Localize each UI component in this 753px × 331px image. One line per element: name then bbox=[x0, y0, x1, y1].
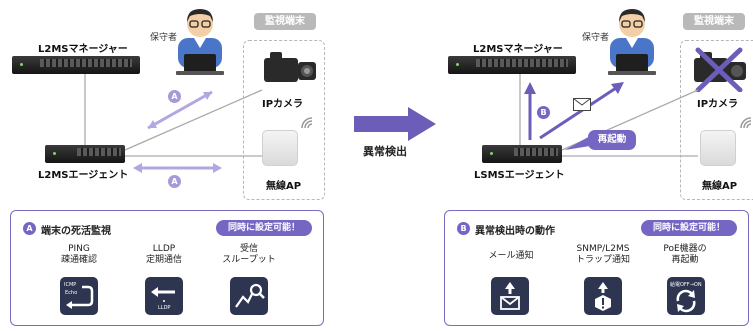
left-item-throughput-line2: スループット bbox=[222, 255, 276, 265]
right-item-mail-box bbox=[491, 277, 529, 315]
right-maintainer-label: 保守者 bbox=[582, 33, 610, 43]
left-item-ping-line2: 疎通確認 bbox=[60, 255, 97, 265]
left-marker-a-bottom: A bbox=[168, 175, 181, 188]
trap-alert-icon bbox=[595, 282, 611, 311]
left-wifi-icon bbox=[301, 117, 313, 129]
left-diagram: L2MSマネージャー 保守者 監視端末 IPカメラ 無線AP L2M bbox=[0, 0, 335, 205]
left-ipcamera-icon bbox=[264, 52, 316, 82]
left-agent-switch bbox=[45, 145, 125, 163]
right-item-trap-line2: トラップ通知 bbox=[575, 255, 630, 265]
left-monitor-box bbox=[243, 40, 325, 200]
right-item-trap-box bbox=[584, 277, 622, 315]
right-restart-bubble: 再起動 bbox=[588, 130, 636, 150]
right-item-mail-line1: メール通知 bbox=[488, 251, 534, 261]
right-monitor-box bbox=[680, 40, 753, 200]
left-ipcamera-label: IPカメラ bbox=[262, 99, 304, 110]
left-connection-lines bbox=[84, 74, 263, 173]
left-agent-label: L2MSエージェント bbox=[38, 170, 129, 181]
left-item-lldp-line1: LLDP bbox=[152, 244, 176, 254]
right-wifi-icon bbox=[740, 117, 752, 129]
right-mail-envelope-icon bbox=[573, 98, 591, 111]
right-item-poe-box: 給電OFF→ON bbox=[667, 277, 705, 315]
left-item-lldp-box: LLDP bbox=[145, 277, 183, 315]
ping-echo-icon bbox=[66, 285, 94, 309]
mail-upload-icon bbox=[500, 282, 520, 310]
right-manager-label: L2MSマネージャー bbox=[473, 44, 563, 55]
right-ap-device bbox=[700, 130, 736, 166]
left-ap-device bbox=[262, 130, 298, 166]
right-marker-b: B bbox=[537, 106, 550, 119]
left-monitor-tag: 監視端末 bbox=[254, 13, 316, 30]
right-connection-lines bbox=[519, 74, 699, 157]
left-item-throughput-line1: 受信 bbox=[239, 244, 258, 254]
right-ap-label: 無線AP bbox=[702, 181, 738, 192]
throughput-search-icon bbox=[235, 283, 265, 308]
left-item-ping-line1: PING bbox=[68, 244, 90, 254]
right-diagram: L2MSマネージャー 保守者 監視端末 IPカメラ 無線AP LSMSエージェン… bbox=[440, 0, 753, 205]
right-ipcamera-label: IPカメラ bbox=[697, 99, 739, 110]
lldp-icon-text: LLDP bbox=[158, 305, 171, 311]
ping-icon-text2: Echo bbox=[65, 290, 78, 296]
left-panel-badge: 同時に設定可能！ bbox=[216, 220, 312, 236]
left-item-ping-box: ICMP Echo bbox=[60, 277, 98, 315]
center-arrow-label: 異常検出 bbox=[363, 145, 407, 158]
left-manager-label: L2MSマネージャー bbox=[38, 44, 128, 55]
right-item-poe-line2: 再起動 bbox=[671, 255, 699, 265]
right-panel-badge: 同時に設定可能！ bbox=[641, 220, 737, 236]
left-panel-marker: A bbox=[23, 222, 36, 235]
left-maintainer-person-icon bbox=[176, 9, 224, 75]
center-arrow-icon bbox=[354, 107, 436, 141]
left-maintainer-label: 保守者 bbox=[150, 33, 178, 43]
right-panel-marker: B bbox=[457, 222, 470, 235]
left-marker-a-top: A bbox=[168, 90, 181, 103]
right-item-trap-line1: SNMP/L2MS bbox=[576, 244, 630, 254]
right-ipcamera-crossed-icon bbox=[694, 47, 746, 92]
ping-icon-text1: ICMP bbox=[64, 282, 77, 288]
right-feature-panel: B 異常検出時の動作 同時に設定可能！ メール通知 SNMP/L2MS トラップ… bbox=[444, 210, 749, 326]
right-panel-title: 異常検出時の動作 bbox=[475, 226, 555, 237]
left-item-throughput-box bbox=[230, 277, 268, 315]
right-manager-switch bbox=[448, 56, 576, 74]
right-item-poe-line1: PoE機器の bbox=[663, 244, 707, 254]
left-manager-switch bbox=[12, 56, 140, 74]
right-agent-label: LSMSエージェント bbox=[474, 170, 565, 181]
right-agent-switch bbox=[482, 145, 562, 163]
right-maintainer-person-icon bbox=[608, 9, 656, 75]
left-item-lldp-line2: 定期通信 bbox=[145, 255, 182, 265]
poe-restart-icon bbox=[676, 289, 696, 313]
left-ap-label: 無線AP bbox=[266, 181, 302, 192]
poe-icon-text: 給電OFF→ON bbox=[670, 282, 702, 288]
left-panel-title: 端末の死活監視 bbox=[41, 226, 111, 237]
left-feature-panel: A 端末の死活監視 同時に設定可能！ PING 疎通確認 ICMP Echo L… bbox=[10, 210, 324, 326]
right-monitor-tag: 監視端末 bbox=[683, 13, 745, 30]
lldp-arrow-icon bbox=[151, 287, 175, 302]
